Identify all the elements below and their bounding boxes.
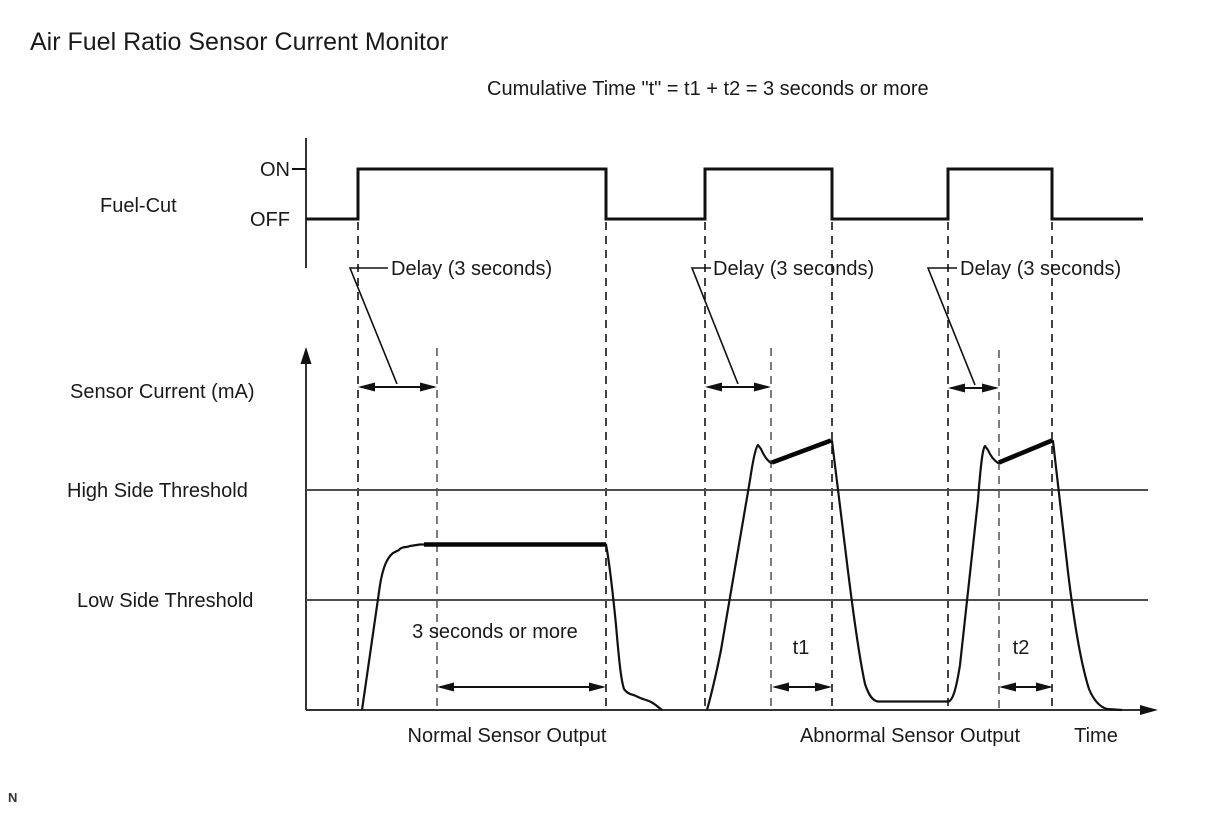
- arrow-left-icon: [948, 383, 965, 393]
- normal-sensor-output-caption: Normal Sensor Output: [408, 725, 607, 747]
- footnote-marker: N: [8, 790, 17, 805]
- page-title: Air Fuel Ratio Sensor Current Monitor: [30, 28, 448, 56]
- abnormal-t1-segment: [771, 438, 832, 465]
- fuel-cut-off-label: OFF: [250, 209, 290, 231]
- arrow-right-icon: [589, 682, 606, 692]
- high-side-threshold-label: High Side Threshold: [67, 480, 248, 502]
- normal-sensor-output-waveform: 3 seconds or more: [360, 542, 663, 711]
- time-axis-caption: Time: [1074, 725, 1118, 747]
- arrow-right-icon: [982, 383, 999, 393]
- fuel-cut-signal: Fuel-Cut ON OFF: [100, 138, 1143, 268]
- sensor-current-plot: Sensor Current (mA) High Side Threshold …: [67, 347, 1158, 715]
- fuel-cut-waveform: [306, 167, 1143, 221]
- low-side-threshold-label: Low Side Threshold: [77, 590, 253, 612]
- normal-duration-label: 3 seconds or more: [412, 621, 578, 643]
- arrow-left-icon: [999, 682, 1016, 692]
- delay3-leader-line: [926, 267, 976, 386]
- axis-captions: Normal Sensor Output Abnormal Sensor Out…: [408, 725, 1118, 747]
- abnormal-sensor-output-waveform: t1 t2: [705, 438, 1123, 712]
- axis-arrow-up-icon: [300, 347, 312, 364]
- timing-dashed-lines: [357, 222, 1053, 710]
- t2-label: t2: [1013, 637, 1030, 659]
- abnormal-sensor-output-caption: Abnormal Sensor Output: [800, 725, 1021, 747]
- arrow-left-icon: [705, 382, 722, 392]
- normal-output-curve: [360, 543, 663, 711]
- delay1-label: Delay (3 seconds): [391, 258, 552, 280]
- arrow-right-icon: [420, 382, 437, 392]
- sensor-current-axis-label: Sensor Current (mA): [70, 381, 255, 403]
- arrow-right-icon: [754, 382, 771, 392]
- arrow-left-icon: [358, 382, 375, 392]
- delay2-leader-line: [690, 267, 739, 385]
- arrow-left-icon: [437, 682, 454, 692]
- fuel-cut-label: Fuel-Cut: [100, 195, 177, 217]
- fuel-cut-on-label: ON: [260, 159, 290, 181]
- delay2-label: Delay (3 seconds): [713, 258, 874, 280]
- arrow-left-icon: [772, 682, 789, 692]
- cumulative-time-formula: Cumulative Time "t" = t1 + t2 = 3 second…: [487, 78, 929, 100]
- abnormal-output-curve: [705, 439, 1123, 712]
- arrow-right-icon: [815, 682, 832, 692]
- t1-label: t1: [793, 637, 810, 659]
- delay1-leader-line: [348, 267, 398, 385]
- abnormal-t2-segment: [998, 438, 1053, 465]
- axis-arrow-right-icon: [1140, 705, 1158, 715]
- arrow-right-icon: [1036, 682, 1053, 692]
- delay-annotations: Delay (3 seconds) Delay (3 seconds) Dela…: [348, 258, 1121, 393]
- delay3-label: Delay (3 seconds): [960, 258, 1121, 280]
